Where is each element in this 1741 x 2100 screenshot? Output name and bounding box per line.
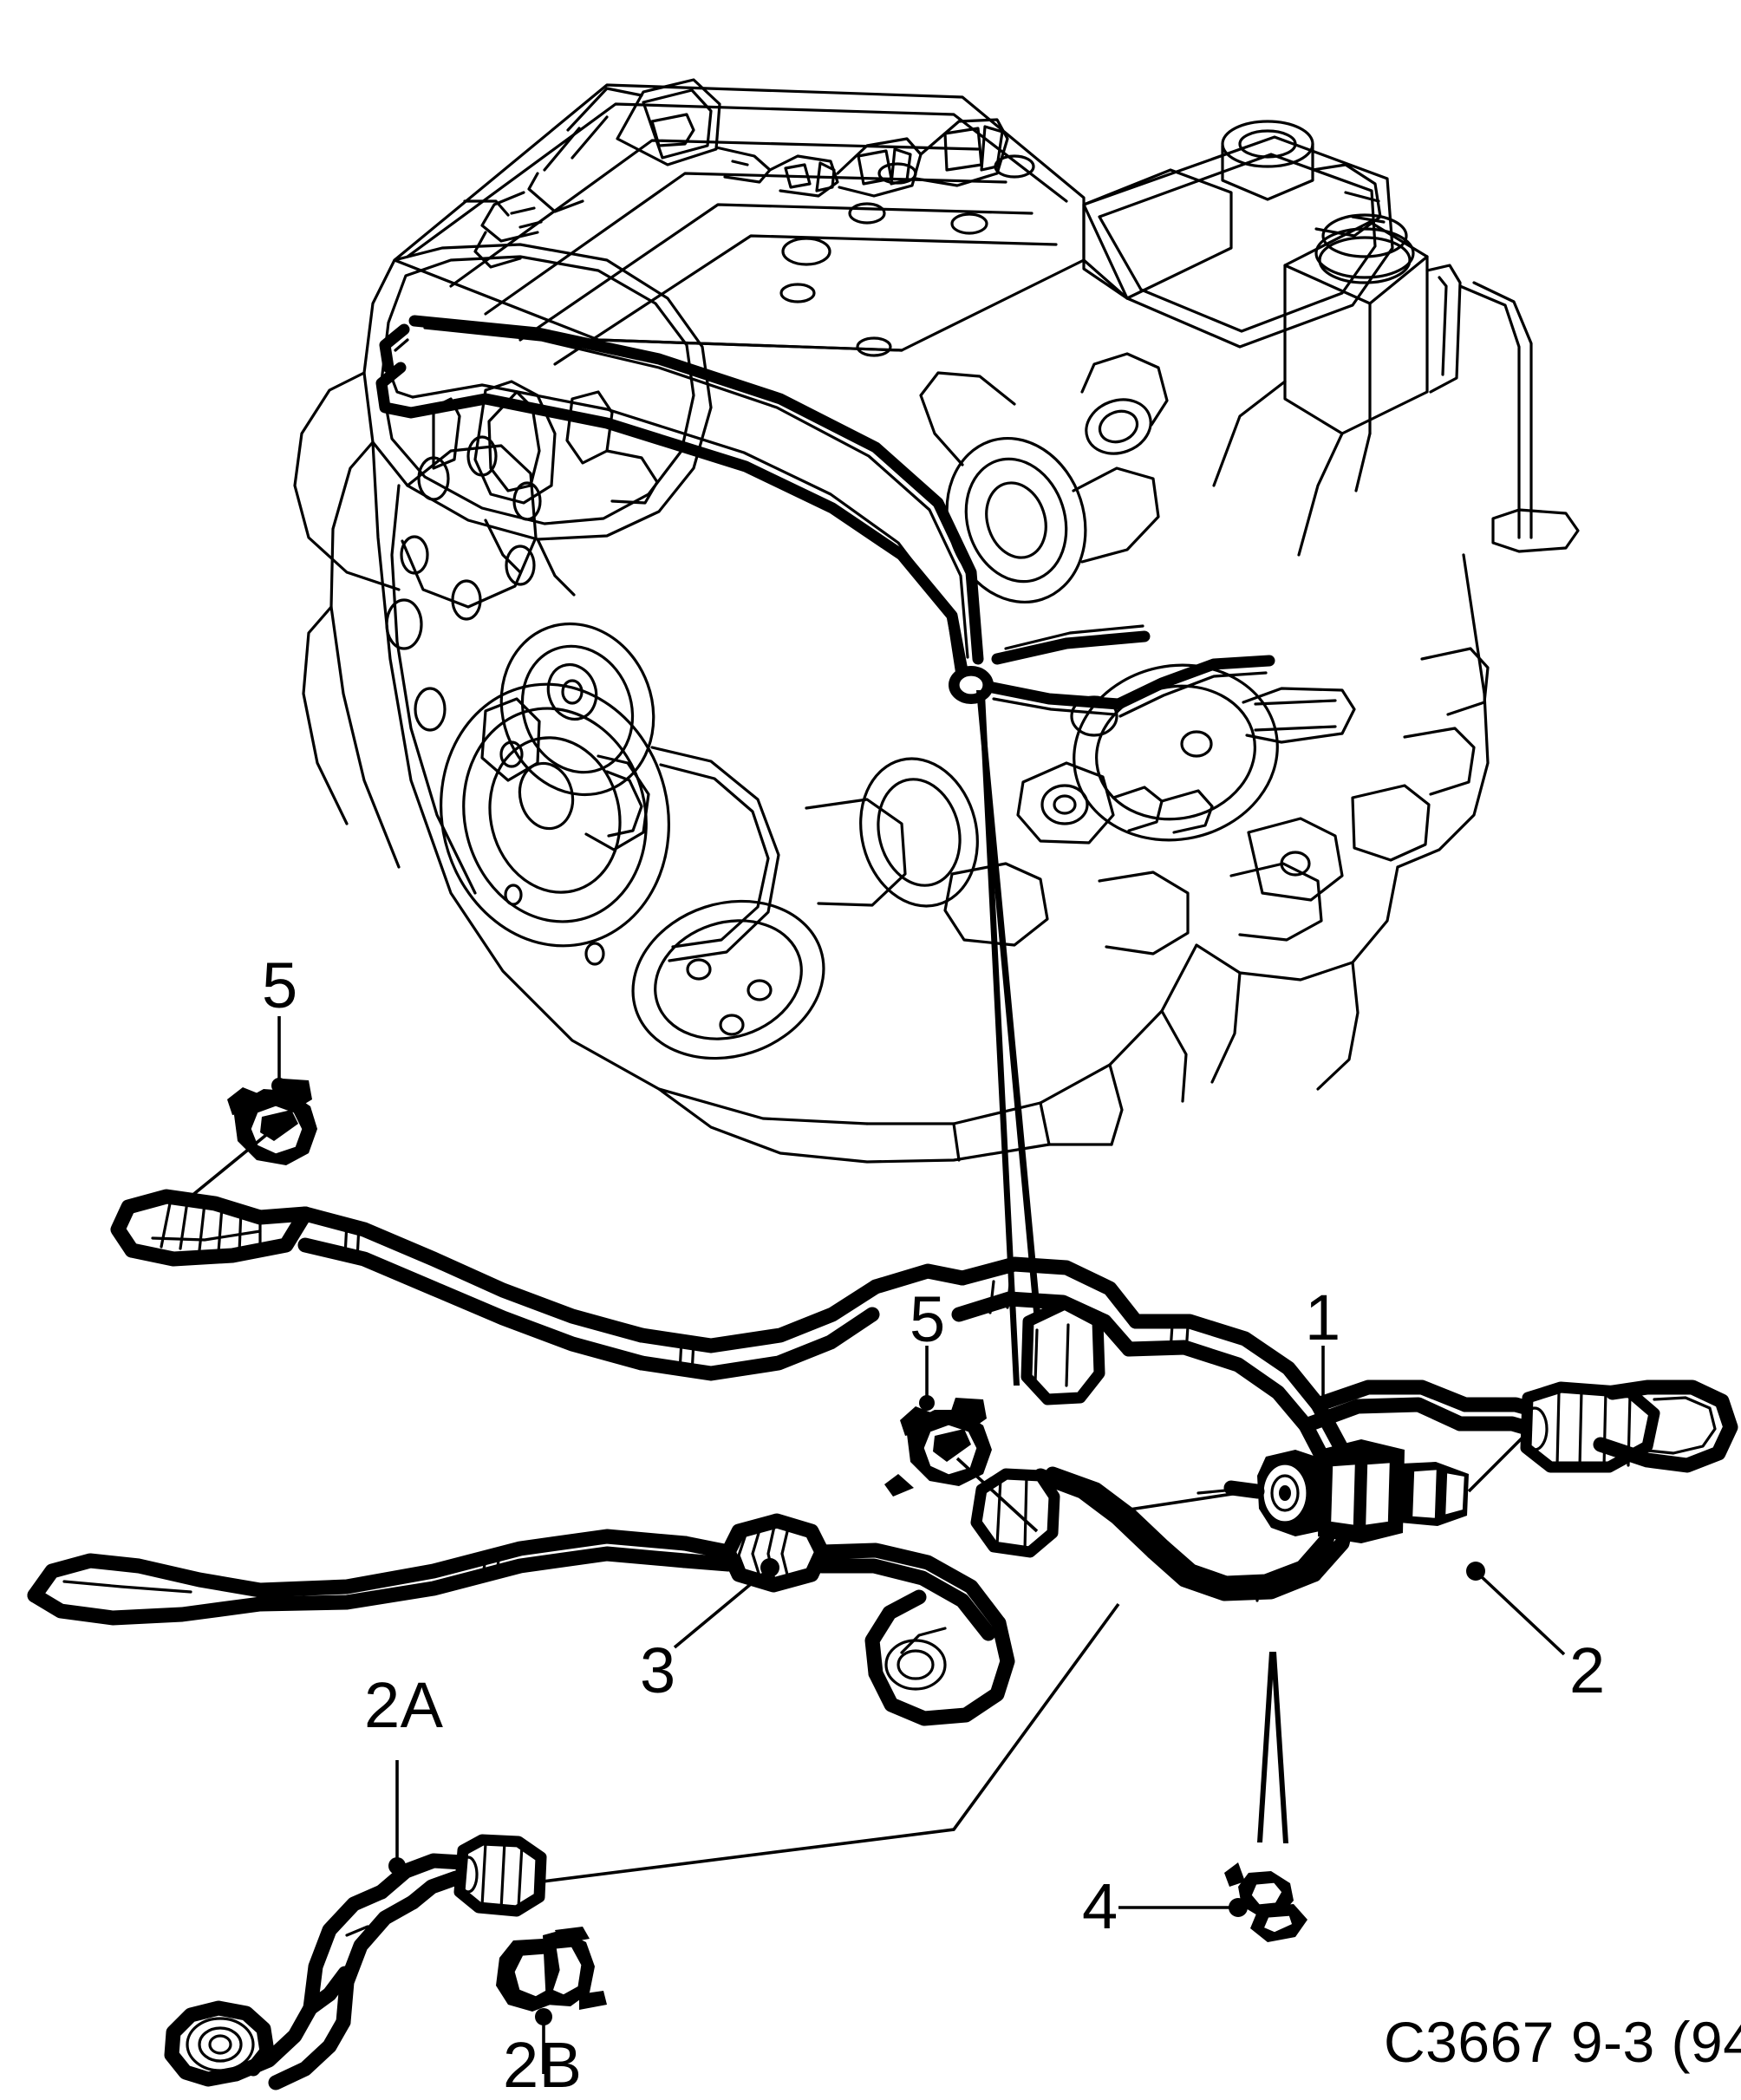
engine-vacuum-tube <box>375 315 1275 718</box>
callout-label-2b: 2B <box>503 2029 583 2100</box>
hose-2a-end-fitting <box>453 1834 547 1917</box>
retaining-clip-left <box>189 1079 317 1198</box>
engine-assembly <box>293 78 1580 1387</box>
vacuum-check-valve <box>1197 1439 1469 1543</box>
hose-clamp-2b <box>496 1927 607 2012</box>
retaining-clip-mid <box>884 1398 1039 1533</box>
callout-label-2a: 2A <box>364 1669 444 1741</box>
engine-block <box>302 435 1490 1164</box>
valve-left-alignment-leader <box>1123 1491 1239 1512</box>
ignition-coil-module <box>463 78 1009 269</box>
hose-clip-4 <box>1224 1862 1307 1942</box>
valve-alignment-leader <box>1467 1427 1533 1493</box>
pipe-mid-section <box>27 1529 1015 1726</box>
brake-booster-hose-2 <box>1298 1379 1738 1473</box>
callout-label-4: 4 <box>1082 1870 1118 1942</box>
callout-label-1: 1 <box>1305 1282 1341 1353</box>
branch-hose-center <box>951 1256 1360 1602</box>
long-vacuum-pipe <box>110 1189 970 1593</box>
callout-label-2: 2 <box>1569 1634 1606 1706</box>
callout-label-5-mid: 5 <box>910 1283 946 1355</box>
intake-manifold <box>293 243 713 597</box>
engine-valve-cover <box>393 83 1233 366</box>
callout-label-3: 3 <box>640 1634 676 1706</box>
vacuum-hose-assembly <box>27 1079 1738 2090</box>
callout-label-5-left: 5 <box>262 949 298 1021</box>
engine-to-assembly-leader <box>976 690 1047 1387</box>
vacuum-hose-2a <box>164 1834 547 2090</box>
callout-leaders <box>271 1016 1566 2074</box>
hose-2a-relation-leader <box>542 1602 1120 1883</box>
engine-right-head <box>1082 120 1580 557</box>
assembly-position-arrow <box>1257 1652 1288 1843</box>
throttle-body <box>919 352 1169 604</box>
engine-right-lower-bracket <box>1247 647 1490 902</box>
diagram-caption: C3667 9-3 (9440) <box>1384 2010 1741 2074</box>
